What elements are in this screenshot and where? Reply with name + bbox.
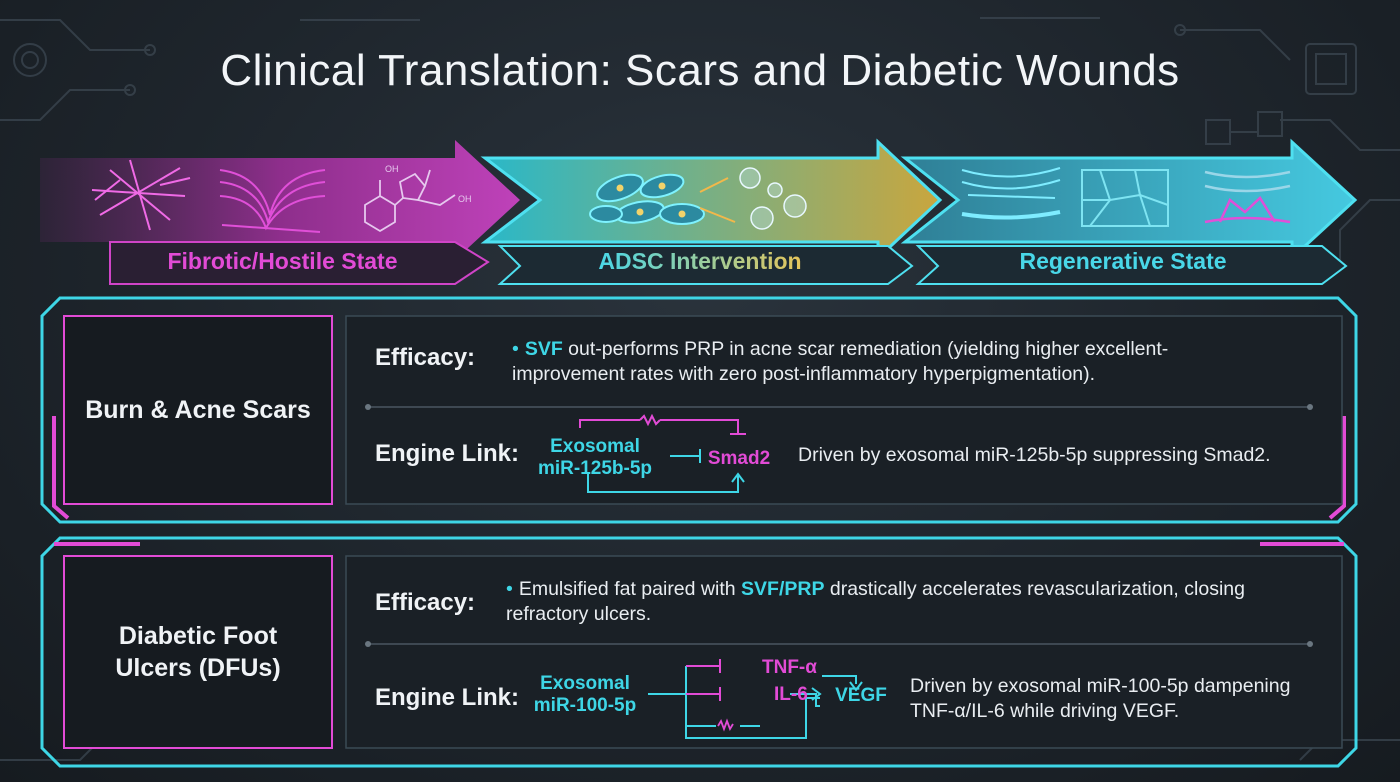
source-line-2: miR-125b-5p bbox=[537, 458, 653, 479]
target-tnf-alpha: TNF-α bbox=[762, 657, 817, 678]
engine-description: Driven by exosomal miR-100-5p dampening … bbox=[910, 674, 1350, 724]
target-il-6: IL-6 bbox=[774, 684, 808, 705]
healed-tissue-icon bbox=[961, 167, 1061, 220]
bullet-dot: • bbox=[512, 338, 519, 360]
bullet-dot: • bbox=[506, 578, 513, 600]
category-title: Diabetic Foot Ulcers (DFUs) bbox=[64, 556, 332, 748]
description-line-1: Driven by exosomal miR-100-5p dampening bbox=[910, 675, 1291, 697]
intervention-arrow bbox=[480, 138, 943, 262]
engine-link-label: Engine Link: bbox=[375, 684, 519, 711]
source-line-1: Exosomal bbox=[540, 673, 630, 694]
efficacy-highlight: SVF bbox=[524, 338, 563, 360]
panel-burn-acne-scars: Burn & Acne Scars Efficacy: •SVF out-per… bbox=[40, 296, 1358, 524]
efficacy-label: Efficacy: bbox=[375, 344, 476, 371]
fibrotic-tissue-icon bbox=[91, 159, 191, 231]
vascularized-tissue-icon bbox=[1204, 170, 1291, 224]
source-molecule: Exosomal miR-100-5p bbox=[525, 673, 645, 717]
stage-label-intervention-text: ADSC Intervention bbox=[598, 248, 802, 274]
efficacy-label: Efficacy: bbox=[375, 589, 476, 616]
page-title: Clinical Translation: Scars and Diabetic… bbox=[220, 46, 1180, 95]
engine-description: Driven by exosomal miR-125b-5p suppressi… bbox=[798, 444, 1271, 466]
regenerative-arrow bbox=[900, 138, 1358, 262]
efficacy-highlight: SVF/PRP bbox=[741, 578, 825, 600]
efficacy-body: out-performs PRP in acne scar remediatio… bbox=[512, 338, 1169, 385]
stage-label-intervention: ADSC Intervention bbox=[500, 248, 900, 275]
svg-text:OH: OH bbox=[385, 164, 399, 174]
source-line-2: miR-100-5p bbox=[533, 695, 637, 716]
pathway-diagram bbox=[579, 414, 746, 493]
panel-frame bbox=[40, 296, 1358, 524]
source-molecule: Exosomal miR-125b-5p bbox=[525, 436, 665, 480]
efficacy-text: •SVF out-performs PRP in acne scar remed… bbox=[512, 337, 1252, 387]
category-line-2: Ulcers (DFUs) bbox=[115, 654, 281, 682]
target-molecule: Smad2 bbox=[707, 448, 771, 469]
panel-diabetic-foot-ulcers: Diabetic Foot Ulcers (DFUs) Efficacy: •E… bbox=[40, 536, 1358, 768]
cell-network-icon bbox=[1081, 169, 1169, 227]
pathway-diagram bbox=[648, 659, 863, 739]
efficacy-text: •Emulsified fat paired with SVF/PRP dras… bbox=[506, 577, 1266, 627]
description-line-2: TNF-α/IL-6 while driving VEGF. bbox=[910, 700, 1180, 722]
stage-label-fibrotic: Fibrotic/Hostile State bbox=[167, 248, 398, 274]
stage-arrow-banner: OH OH bbox=[40, 138, 1358, 285]
engine-link-label: Engine Link: bbox=[375, 440, 519, 467]
category-line-1: Diabetic Foot bbox=[118, 621, 278, 650]
efficacy-body: drastically accelerates revascularizatio… bbox=[506, 578, 1245, 625]
molecule-icon bbox=[364, 169, 456, 233]
exosome-icon bbox=[739, 167, 807, 230]
category-title: Burn & Acne Scars bbox=[85, 395, 311, 424]
source-line-1: Exosomal bbox=[550, 436, 640, 457]
fibrotic-arrow bbox=[40, 140, 520, 260]
scar-tissue-icon bbox=[219, 169, 326, 233]
panel-frame bbox=[40, 536, 1358, 768]
stage-label-regenerative: Regenerative State bbox=[1019, 248, 1227, 274]
output-vegf: VEGF bbox=[835, 685, 887, 706]
efficacy-prefix: Emulsified fat paired with bbox=[518, 578, 742, 600]
svg-text:OH: OH bbox=[458, 194, 472, 204]
